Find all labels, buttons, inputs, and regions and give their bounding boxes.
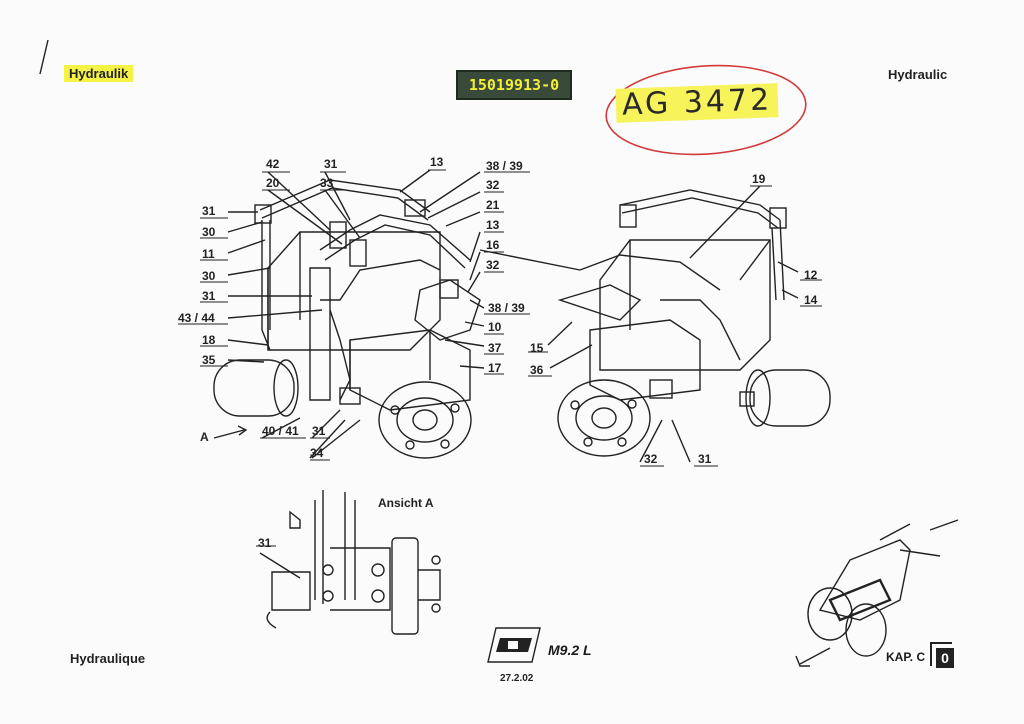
callout-label: 38 / 39 xyxy=(488,301,525,315)
callout-label: 38 / 39 xyxy=(486,159,523,173)
callout-label: 31 xyxy=(698,452,712,466)
callout-label: 12 xyxy=(804,268,818,282)
callout-label: 40 / 41 xyxy=(262,424,299,438)
inset-view-title: Ansicht A xyxy=(378,496,434,510)
callout-label: 43 / 44 xyxy=(178,311,215,325)
model-name: M9.2 L xyxy=(548,642,592,658)
callout-label: 32 xyxy=(644,452,658,466)
document-date: 27.2.02 xyxy=(500,673,534,684)
callout-label: 31 xyxy=(258,536,272,550)
chapter-frame xyxy=(930,642,952,666)
callout-label: 15 xyxy=(530,341,544,355)
callout-label: 14 xyxy=(804,293,818,307)
title-german: Hydraulik xyxy=(64,65,134,82)
callout-label: 31 xyxy=(312,424,326,438)
callout-label: 31 xyxy=(324,157,338,171)
callout-label: 34 xyxy=(310,446,324,460)
callout-label: 37 xyxy=(488,341,502,355)
callout-label: 33 xyxy=(320,176,334,190)
callout-label: 30 xyxy=(202,225,216,239)
title-french: Hydraulique xyxy=(70,651,146,666)
title-english: Hydraulic xyxy=(888,67,948,82)
callout-label: 32 xyxy=(486,258,500,272)
callout-label: 36 xyxy=(530,363,544,377)
callout-label: 17 xyxy=(488,361,502,375)
chapter-label: KAP. C xyxy=(886,650,926,664)
chapter-number: 0 xyxy=(936,648,954,668)
handwritten-reference: AG 3472 xyxy=(615,82,779,123)
callout-label: 20 xyxy=(266,176,280,190)
document-number-stamp: 15019913-0 xyxy=(456,70,572,100)
callout-label: 18 xyxy=(202,333,216,347)
callout-label: 21 xyxy=(486,198,500,212)
callout-label: 19 xyxy=(752,172,766,186)
callout-label: 13 xyxy=(486,218,500,232)
callout-label: 31 xyxy=(202,204,216,218)
callout-label: 10 xyxy=(488,320,502,334)
callout-label: 11 xyxy=(202,247,215,261)
callout-label: 13 xyxy=(430,155,444,169)
callout-label: 35 xyxy=(202,353,216,367)
callout-label: 31 xyxy=(202,289,216,303)
view-arrow-label: A xyxy=(200,430,209,444)
callout-label: 32 xyxy=(486,178,500,192)
callout-label: 42 xyxy=(266,157,280,171)
callout-label: 16 xyxy=(486,238,500,252)
callout-label: 30 xyxy=(202,269,216,283)
